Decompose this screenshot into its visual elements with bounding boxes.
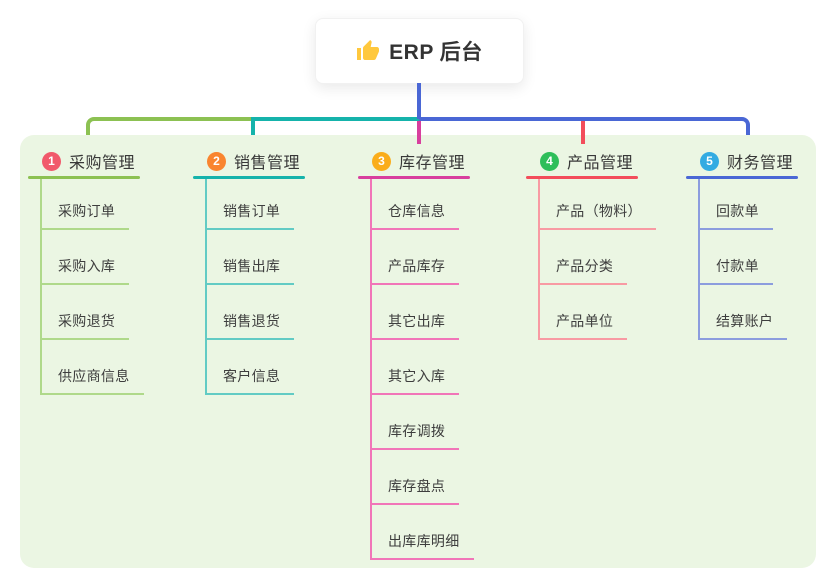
node-other-inbound[interactable]: 其它入库 [372,340,474,395]
branch-header-purchase[interactable]: 1 采购管理 [28,149,144,173]
node-stock-transfer[interactable]: 库存调拨 [372,395,474,450]
connector-branch1-green [86,117,253,144]
branch-underline [193,176,305,179]
node-other-outbound[interactable]: 其它出库 [372,285,474,340]
node-payment-bill[interactable]: 付款单 [700,230,798,285]
branch-underline [358,176,470,179]
badge-4: 4 [540,151,559,171]
branch-header-sales[interactable]: 2 销售管理 [193,149,305,173]
branch-title: 库存管理 [399,155,466,172]
connector-branch5-blue [419,117,750,144]
branch-sales-management: 2 销售管理 销售订单 销售出库 销售退货 客户信息 [193,149,305,395]
branch-underline [526,176,638,179]
branch-underline [686,176,798,179]
node-customer-info[interactable]: 客户信息 [207,340,305,395]
node-product-material[interactable]: 产品（物料） [540,179,656,230]
branch-finance-management: 5 财务管理 回款单 付款单 结算账户 [686,149,798,340]
connector-branch2-teal [251,117,419,144]
node-supplier-info[interactable]: 供应商信息 [42,340,144,395]
root-node-erp[interactable]: ERP 后台 [315,18,524,84]
branch-header-finance[interactable]: 5 财务管理 [686,149,798,173]
node-purchase-order[interactable]: 采购订单 [42,179,144,230]
branch-underline [28,176,140,179]
branch-title: 采购管理 [69,155,136,172]
badge-2: 2 [207,151,226,171]
node-product-category[interactable]: 产品分类 [540,230,656,285]
branch-purchase-management: 1 采购管理 采购订单 采购入库 采购退货 供应商信息 [28,149,144,395]
branch-header-inventory[interactable]: 3 库存管理 [358,149,474,173]
node-purchase-inbound[interactable]: 采购入库 [42,230,144,285]
badge-3: 3 [372,151,391,171]
connector-root-vertical [417,83,421,119]
node-purchase-return[interactable]: 采购退货 [42,285,144,340]
node-receipt-bill[interactable]: 回款单 [700,179,798,230]
node-product-unit[interactable]: 产品单位 [540,285,656,340]
node-sales-outbound[interactable]: 销售出库 [207,230,305,285]
branch-title: 财务管理 [727,155,794,172]
badge-1: 1 [42,151,61,171]
connector-branch3-drop [417,121,421,144]
branch-children: 销售订单 销售出库 销售退货 客户信息 [205,179,305,395]
node-stock-taking[interactable]: 库存盘点 [372,450,474,505]
root-node-label: ERP 后台 [389,41,483,64]
node-outbound-detail[interactable]: 出库库明细 [372,505,474,560]
branch-children: 回款单 付款单 结算账户 [698,179,798,340]
node-sales-return[interactable]: 销售退货 [207,285,305,340]
branch-inventory-management: 3 库存管理 仓库信息 产品库存 其它出库 其它入库 库存调拨 库存盘点 出库库… [358,149,474,560]
thumbs-up-icon [356,39,380,63]
node-product-stock[interactable]: 产品库存 [372,230,474,285]
node-settlement-account[interactable]: 结算账户 [700,285,798,340]
branches-panel [20,135,816,568]
branch-title: 产品管理 [567,155,634,172]
branch-product-management: 4 产品管理 产品（物料） 产品分类 产品单位 [526,149,656,340]
badge-5: 5 [700,151,719,171]
branch-children: 采购订单 采购入库 采购退货 供应商信息 [40,179,144,395]
branch-children: 仓库信息 产品库存 其它出库 其它入库 库存调拨 库存盘点 出库库明细 [370,179,474,560]
branch-children: 产品（物料） 产品分类 产品单位 [538,179,656,340]
connector-branch4-drop [581,121,585,144]
branch-title: 销售管理 [234,155,301,172]
node-sales-order[interactable]: 销售订单 [207,179,305,230]
branch-header-product[interactable]: 4 产品管理 [526,149,656,173]
node-warehouse-info[interactable]: 仓库信息 [372,179,474,230]
